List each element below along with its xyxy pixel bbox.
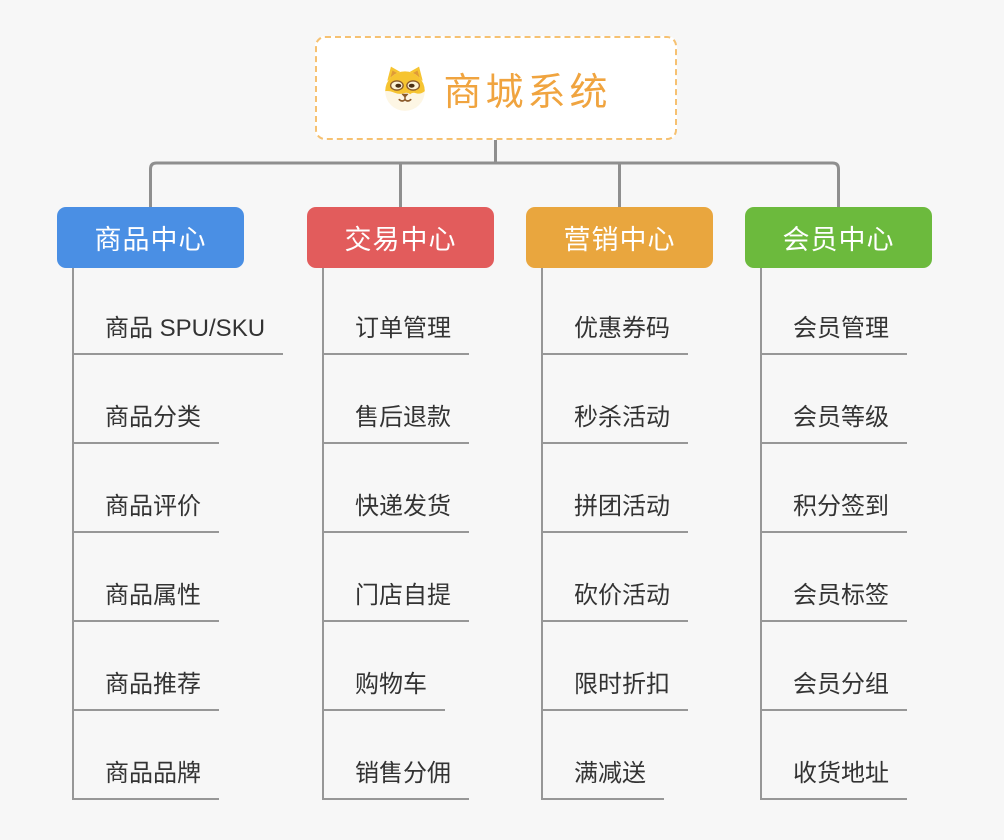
branch-node-4[interactable]: 会员中心 <box>745 207 932 268</box>
leaf-node-1-6-label: 商品品牌 <box>105 760 201 787</box>
branch-node-2-label: 交易中心 <box>344 225 457 255</box>
leaf-node-4-3-label: 积分签到 <box>793 493 889 520</box>
leaf-node-1-5[interactable]: 商品推荐 <box>73 668 219 711</box>
leaf-node-1-2[interactable]: 商品分类 <box>73 401 219 444</box>
leaf-node-2-6-label: 销售分佣 <box>355 760 451 787</box>
leaf-node-1-1[interactable]: 商品 SPU/SKU <box>73 312 284 355</box>
leaf-node-4-2[interactable]: 会员等级 <box>761 401 907 444</box>
leaf-node-3-3[interactable]: 拼团活动 <box>542 490 688 533</box>
leaf-node-1-4-label: 商品属性 <box>105 582 201 609</box>
leaf-node-4-4-label: 会员标签 <box>793 582 889 609</box>
leaf-node-2-1-label: 订单管理 <box>355 315 451 342</box>
leaf-node-2-4-label: 门店自提 <box>355 582 451 609</box>
leaf-node-3-3-label: 拼团活动 <box>574 493 670 520</box>
leaf-node-3-6[interactable]: 满减送 <box>542 757 664 800</box>
leaf-node-4-5-label: 会员分组 <box>793 671 889 698</box>
leaf-node-2-2-label: 售后退款 <box>355 404 451 431</box>
leaf-node-2-4[interactable]: 门店自提 <box>323 579 469 622</box>
leaf-node-3-4-label: 砍价活动 <box>574 582 670 609</box>
leaf-node-2-2[interactable]: 售后退款 <box>323 401 469 444</box>
branch-node-3[interactable]: 营销中心 <box>526 207 713 268</box>
leaf-node-4-6[interactable]: 收货地址 <box>761 757 907 800</box>
leaf-node-3-1-label: 优惠券码 <box>574 315 670 342</box>
branch-node-1[interactable]: 商品中心 <box>57 207 244 268</box>
leaf-node-4-1[interactable]: 会员管理 <box>761 312 907 355</box>
leaf-node-2-6[interactable]: 销售分佣 <box>323 757 469 800</box>
leaf-node-3-6-label: 满减送 <box>574 760 646 787</box>
leaf-node-1-6[interactable]: 商品品牌 <box>73 757 219 800</box>
leaf-node-4-4[interactable]: 会员标签 <box>761 579 907 622</box>
dog-icon <box>380 63 430 113</box>
branch-node-4-label: 会员中心 <box>782 225 895 255</box>
leaf-node-2-3-label: 快递发货 <box>355 493 451 520</box>
leaf-node-4-2-label: 会员等级 <box>793 404 889 431</box>
branch-node-2[interactable]: 交易中心 <box>307 207 494 268</box>
leaf-node-4-3[interactable]: 积分签到 <box>761 490 907 533</box>
leaf-node-2-5-label: 购物车 <box>355 671 427 698</box>
leaf-node-3-4[interactable]: 砍价活动 <box>542 579 688 622</box>
leaf-node-3-2-label: 秒杀活动 <box>574 404 670 431</box>
root-node-label: 商城系统 <box>443 71 612 114</box>
leaf-node-1-4[interactable]: 商品属性 <box>73 579 219 622</box>
leaf-node-3-2[interactable]: 秒杀活动 <box>542 401 688 444</box>
leaf-node-2-5[interactable]: 购物车 <box>323 668 445 711</box>
leaf-node-1-5-label: 商品推荐 <box>105 671 201 698</box>
root-node[interactable]: 商城系统 <box>315 36 677 140</box>
leaf-node-2-1[interactable]: 订单管理 <box>323 312 469 355</box>
leaf-node-1-1-label: 商品 SPU/SKU <box>105 315 266 342</box>
leaf-node-4-1-label: 会员管理 <box>793 315 889 342</box>
leaf-node-3-1[interactable]: 优惠券码 <box>542 312 688 355</box>
leaf-node-3-5-label: 限时折扣 <box>574 671 670 698</box>
leaf-node-1-2-label: 商品分类 <box>105 404 201 431</box>
leaf-node-1-3[interactable]: 商品评价 <box>73 490 219 533</box>
branch-node-1-label: 商品中心 <box>94 225 207 255</box>
leaf-node-2-3[interactable]: 快递发货 <box>323 490 469 533</box>
leaf-node-3-5[interactable]: 限时折扣 <box>542 668 688 711</box>
branch-node-3-label: 营销中心 <box>563 225 676 255</box>
leaf-node-4-5[interactable]: 会员分组 <box>761 668 907 711</box>
leaf-node-1-3-label: 商品评价 <box>105 493 201 520</box>
leaf-node-4-6-label: 收货地址 <box>793 760 889 787</box>
